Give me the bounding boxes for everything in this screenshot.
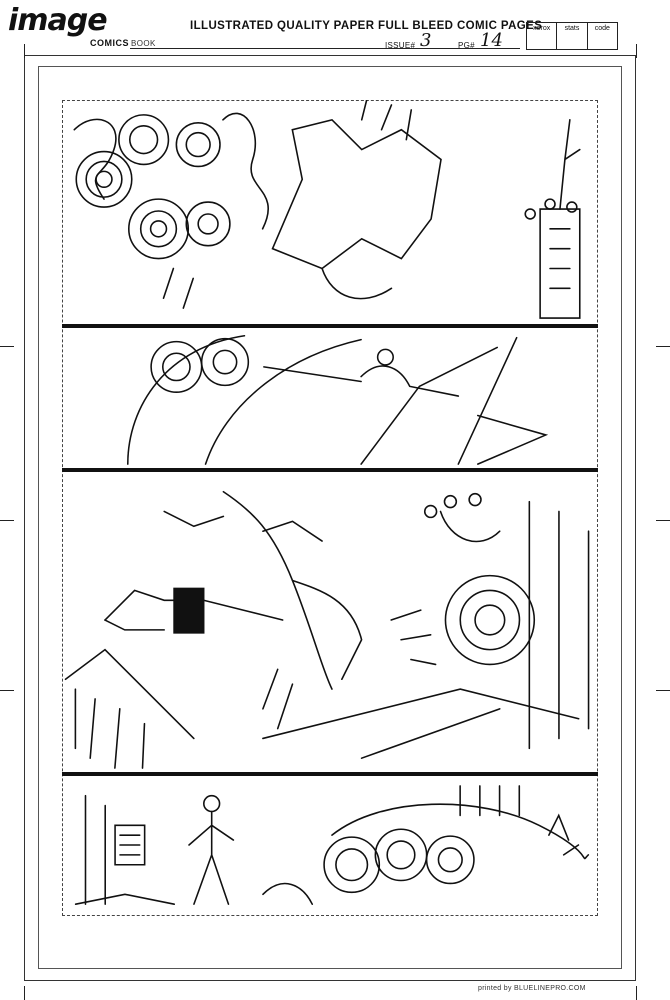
- image-logo: image: [8, 3, 108, 38]
- trim-border: [24, 55, 636, 981]
- page-number-label: PG#: [458, 41, 475, 50]
- panel-3-sketch: [64, 490, 590, 769]
- panel-1-sketch: [73, 100, 581, 319]
- reg-tick: [24, 986, 25, 1000]
- header-rule: [130, 48, 520, 49]
- book-label: BOOK: [131, 39, 156, 48]
- printer-credit: printed by BLUELINEPRO.COM: [478, 985, 586, 992]
- reg-tick: [656, 690, 670, 691]
- reg-tick: [656, 346, 670, 347]
- reg-tick: [0, 520, 14, 521]
- comics-label: COMICS: [90, 38, 129, 48]
- stamp-cell-code: code: [594, 25, 610, 32]
- panel-1: [62, 100, 598, 326]
- reg-tick: [656, 520, 670, 521]
- stamp-box: xerox stats code: [526, 22, 618, 50]
- panel-4: [62, 774, 598, 916]
- stamp-cell-xerox: xerox: [527, 23, 558, 49]
- bleed-border: [38, 66, 622, 969]
- issue-value: 3: [420, 30, 432, 51]
- panel-4-sketch: [74, 785, 590, 905]
- panel-3: [62, 470, 598, 774]
- stamp-cell-stats: stats: [557, 23, 588, 49]
- reg-tick: [24, 44, 25, 58]
- page-title: ILLUSTRATED QUALITY PAPER FULL BLEED COM…: [190, 20, 543, 32]
- panel-2: [62, 326, 598, 470]
- live-area-border: [62, 100, 598, 916]
- reg-tick: [636, 986, 637, 1000]
- panel-2-sketch: [127, 335, 549, 465]
- reg-tick: [0, 346, 14, 347]
- page-number-value: 14: [480, 30, 503, 51]
- reg-tick: [0, 690, 14, 691]
- reg-tick: [636, 44, 637, 58]
- issue-label: ISSUE#: [385, 41, 416, 50]
